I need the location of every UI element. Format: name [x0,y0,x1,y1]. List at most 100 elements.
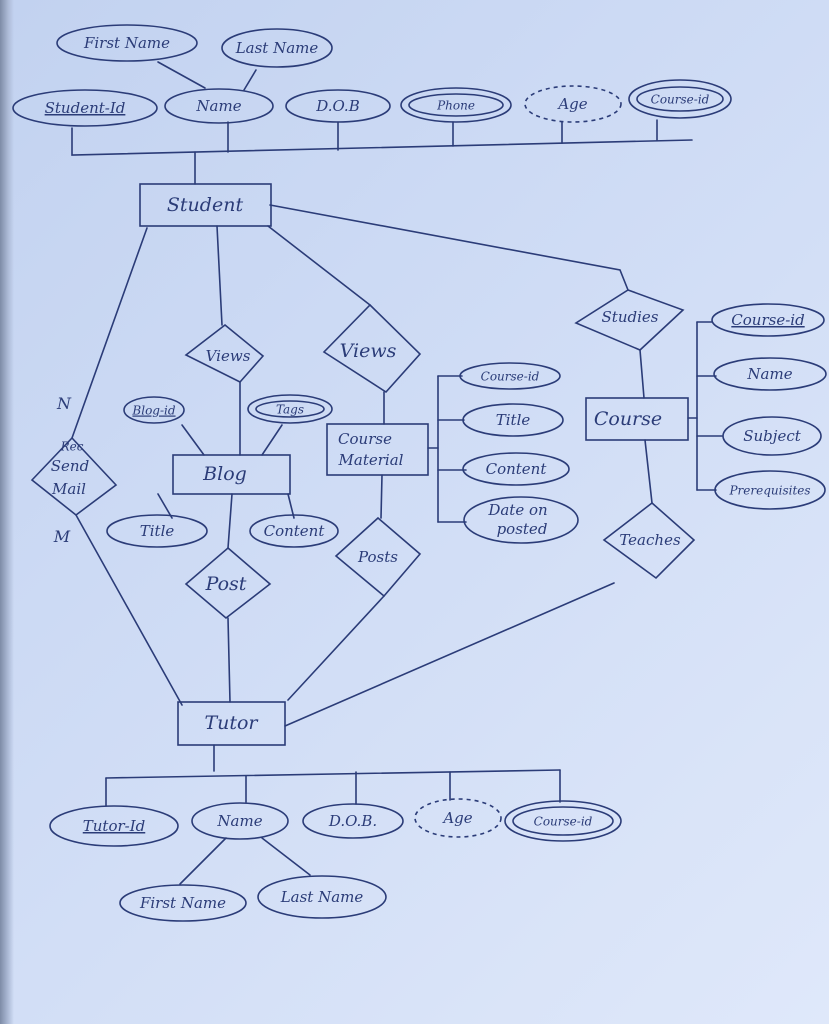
student-entity: Student [139,183,272,227]
course-subject-attribute [722,416,822,456]
views-blog-diamond [184,323,265,383]
studies-label: Studies [602,308,659,326]
blog-label: Blog [202,463,247,485]
course-material-entity: Course Material [326,423,429,476]
student-name-attribute [164,88,274,124]
blog-attributes: Blog-id Tags Title Content [106,394,339,548]
tutor-box [177,701,286,746]
tutor-dob-attribute [302,803,404,839]
posts-relationship: Posts [334,516,422,598]
phone-multivalued-inner [408,93,504,117]
send-mail-relationship: Rec Send Mail N M [30,394,118,546]
material-content-label: Content [486,460,548,478]
course-name-label: Name [746,365,792,383]
student-id-attribute [12,89,158,127]
tags-label: Tags [276,403,304,417]
first-name-label-top: First Name [83,34,170,52]
cardinality-n: N [56,394,72,413]
student-course-id-outer [628,79,732,119]
tutor-course-id-label: Course-id [534,815,593,829]
course-material-box [326,423,429,476]
student-dob-label: D.O.B [315,97,359,115]
course-material-line-2: Material [338,451,404,469]
send-mail-diamond [30,436,118,517]
teaches-label: Teaches [619,531,681,549]
student-dob-attribute [285,89,391,123]
post-relationship: Post [184,546,272,620]
blog-box [172,454,291,495]
last-name-label-top: Last Name [235,39,319,57]
views-material-relationship: Views [322,303,422,394]
course-material-line-1: Course [338,430,392,448]
studies-relationship: Studies [574,289,685,351]
send-mail-line-1: Rec [60,440,84,454]
tutor-last-name-label: Last Name [280,888,364,906]
blog-entity: Blog [172,454,291,495]
student-attributes: First Name Last Name Student-Id Name D.O… [12,24,732,127]
blog-id-attribute [123,396,185,424]
material-attributes: Course-id Title Content Date on posted [459,362,579,544]
send-mail-line-2: Send [51,457,89,475]
student-age-label: Age [556,95,587,113]
tutor-age-label: Age [441,809,472,827]
course-prerequisites-label: Prerequisites [728,484,810,498]
phone-multivalued-outer [400,87,512,123]
student-name-label: Name [195,97,241,115]
blog-title-attribute [106,514,208,548]
tutor-course-id-outer [504,800,622,842]
post-diamond [184,546,272,620]
course-subject-label: Subject [743,427,801,445]
course-id-label: Course-id [731,311,804,329]
student-id-label: Student-Id [45,99,126,117]
tutor-age-derived-attribute [414,798,502,838]
course-box [585,397,689,441]
teaches-relationship: Teaches [602,501,696,580]
material-date-line-1: Date on [487,501,547,519]
blog-content-attribute [249,514,339,548]
tags-outer [247,394,333,424]
course-entity: Course [585,397,689,441]
tutor-course-id-inner [512,806,614,836]
tutor-last-name-attribute [257,875,387,919]
tutor-name-attribute [191,802,289,840]
student-age-derived-attribute [524,85,622,123]
student-course-id-inner [636,86,724,112]
views-material-diamond [322,303,422,394]
material-date-line-2: posted [497,520,548,538]
material-course-id-attribute [459,362,561,390]
posts-diamond [334,516,422,598]
material-date-attribute [463,496,579,544]
send-mail-line-3: Mail [51,480,86,498]
tutor-entity: Tutor [177,701,286,746]
tutor-name-label: Name [216,812,262,830]
page-edge-shadow [0,0,14,1024]
post-label: Post [205,573,247,595]
posts-label: Posts [357,548,398,566]
tutor-label: Tutor [204,712,259,734]
tutor-first-name-attribute [119,884,247,922]
blog-title-label: Title [140,522,175,540]
first-name-attribute-top [56,24,198,62]
material-title-attribute [462,403,564,437]
material-title-label: Title [496,411,531,429]
cardinality-m: M [53,527,71,546]
material-content-attribute [462,452,570,486]
student-course-id-label: Course-id [651,93,710,107]
tutor-first-name-label: First Name [139,894,226,912]
studies-diamond [574,289,685,351]
course-prerequisites-attribute [714,470,826,510]
views-material-label: Views [340,340,397,362]
phone-label: Phone [436,99,475,113]
blog-content-label: Content [264,522,326,540]
connector-lines [71,61,723,885]
student-label: Student [167,194,244,216]
material-course-id-label: Course-id [481,370,540,384]
course-id-attribute [711,303,825,337]
views-blog-relationship: Views [184,323,265,383]
views-blog-label: Views [206,347,251,365]
tutor-id-label: Tutor-Id [83,817,146,835]
blog-id-label: Blog-id [131,404,175,418]
tutor-id-attribute [49,805,179,847]
